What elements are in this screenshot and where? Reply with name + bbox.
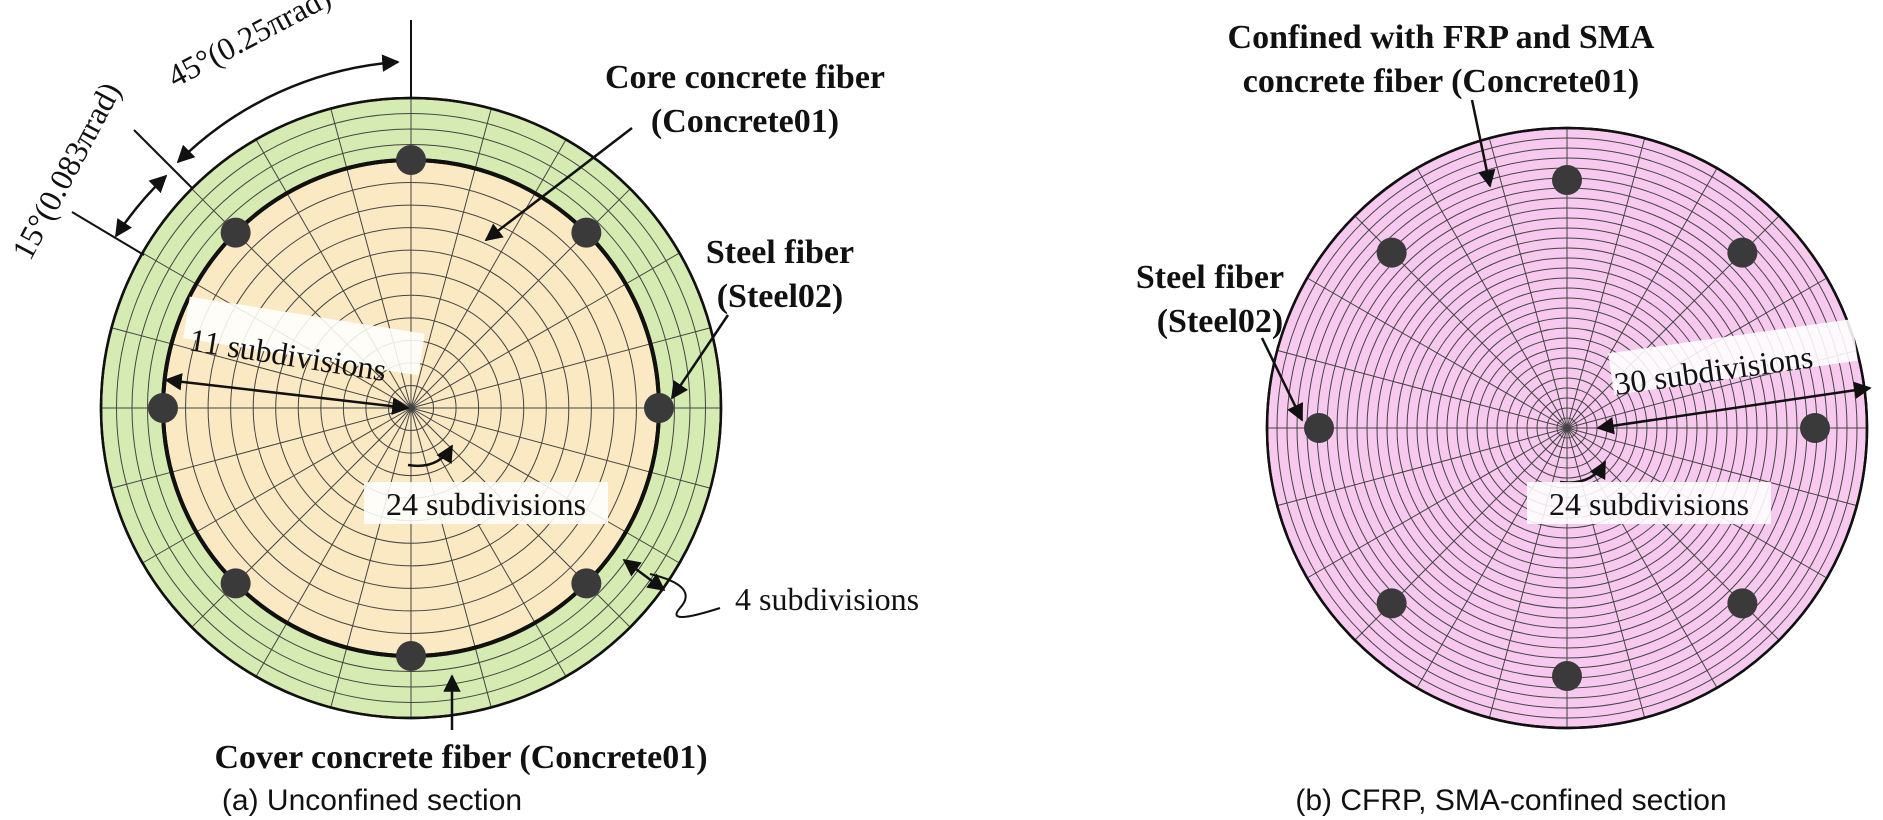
caption-right: (b) CFRP, SMA-confined section: [1295, 784, 1726, 817]
cover-fiber-spoke: [474, 108, 492, 169]
core-fiber-spoke: [410, 407, 476, 648]
cover-fiber-spoke: [330, 647, 348, 708]
core-fiber-spoke: [171, 407, 412, 473]
confined-label-line2: concrete fiber (Concrete01): [1243, 63, 1640, 100]
ring-subdiv-arrow-left: [407, 444, 454, 468]
angle-label-15: 15°(0.083πrad): [4, 76, 127, 265]
confined-fiber-spoke: [1488, 138, 1568, 429]
radial-subdiv-arrow-right: [1596, 381, 1872, 435]
angle-ref-line-45: [133, 129, 193, 189]
cover-fiber-spoke: [650, 471, 711, 489]
angle-arc-45: [176, 54, 400, 164]
core-label-line1: Core concrete fiber: [605, 59, 885, 96]
confined-fiber-spoke: [1306, 427, 1568, 579]
core-fiber-spoke: [410, 192, 536, 409]
cover-fiber-spoke: [625, 252, 680, 285]
steel-bar: [396, 145, 426, 175]
confined-section: Confined with FRP and SMA concrete fiber…: [1136, 19, 1872, 817]
steel-label-arrow-right: [1260, 337, 1304, 422]
confined-fiber-spoke: [1566, 427, 1857, 507]
core-fiber-spoke: [410, 343, 651, 409]
cover-fiber-spoke: [111, 327, 172, 345]
radial-subdiv-bg-left: [183, 296, 425, 376]
confined-label-line1: Confined with FRP and SMA: [1228, 19, 1655, 56]
confined-label-arrow: [1470, 99, 1496, 188]
steel-label-line2-right: (Steel02): [1157, 303, 1284, 340]
steel-bar: [1552, 661, 1582, 691]
right-fiber-grid: [1266, 127, 1868, 729]
core-fiber-spoke: [346, 407, 412, 648]
steel-bar: [220, 568, 251, 599]
confined-fiber-spoke: [1488, 427, 1568, 718]
cover-fiber-spoke: [111, 471, 172, 489]
steel-bar: [220, 217, 251, 248]
confined-fiber-spoke: [1566, 138, 1646, 429]
cover-fiber-spoke: [255, 622, 288, 677]
confined-fiber-spoke: [1277, 349, 1568, 429]
radial-subdiv-arrow-left: [164, 373, 410, 415]
ring-subdiv-bg-left: [364, 482, 608, 524]
steel-bar: [571, 568, 602, 599]
core-fiber-spoke: [195, 407, 412, 533]
steel-bar: [1800, 413, 1830, 443]
ring-subdiv-bg-right: [1527, 482, 1771, 524]
steel-bar: [1376, 237, 1407, 268]
left-fiber-grid: [100, 97, 722, 719]
angle-ref-line-30: [71, 211, 145, 256]
core-fiber-spoke: [410, 168, 476, 409]
steel-bar: [1727, 237, 1758, 268]
steel-label-line1-right: Steel fiber: [1136, 259, 1284, 296]
steel-bar: [644, 393, 674, 423]
ring-subdiv-label-right: 24 subdivisions: [1549, 486, 1749, 522]
steel-label-line2-left: (Steel02): [717, 278, 844, 315]
cover-subdiv-arrow: [622, 558, 666, 592]
core-label-line2: (Concrete01): [651, 103, 839, 140]
steel-bar: [1304, 413, 1334, 443]
unconfined-section: 45°(0.25πrad) 15°(0.083πrad) Core concre…: [4, 0, 919, 817]
steel-bar: [571, 217, 602, 248]
cover-label: Cover concrete fiber (Concrete01): [214, 739, 707, 776]
caption-left: (a) Unconfined section: [222, 784, 522, 817]
right-steel-bars: [1304, 165, 1830, 691]
cover-fiber-spoke: [142, 531, 197, 564]
cover-subdiv-leader: [649, 573, 721, 618]
confined-fiber-spoke: [1416, 427, 1568, 689]
confined-fiber-spoke: [1416, 167, 1568, 429]
core-fiber-spoke: [235, 407, 412, 584]
confined-fiber-spoke: [1566, 427, 1646, 718]
radial-subdiv-bg-right: [1608, 319, 1858, 395]
cover-fiber-spoke: [534, 622, 567, 677]
steel-label-arrow-left: [670, 314, 730, 400]
confined-fiber-spoke: [1277, 427, 1568, 507]
confined-fiber-spoke: [1566, 167, 1718, 429]
cover-subdiv-label: 4 subdivisions: [735, 581, 919, 617]
cover-fiber-spoke: [142, 252, 197, 285]
angle-arc-15: [114, 174, 168, 238]
cover-fiber-spoke: [534, 139, 567, 194]
steel-bar: [1376, 588, 1407, 619]
confined-fiber-spoke: [1306, 277, 1568, 429]
core-label-arrow: [484, 127, 633, 242]
steel-bar: [1552, 165, 1582, 195]
core-fiber-spoke: [410, 232, 587, 409]
core-fiber-spoke: [410, 407, 651, 473]
steel-bar: [148, 393, 178, 423]
steel-bar: [396, 641, 426, 671]
steel-label-line1-left: Steel fiber: [706, 234, 854, 271]
core-fiber-spoke: [410, 283, 627, 409]
cover-fiber-spoke: [650, 327, 711, 345]
cover-fiber-spoke: [474, 647, 492, 708]
steel-bar: [1727, 588, 1758, 619]
core-fiber-spoke: [286, 192, 412, 409]
core-fiber-spoke: [286, 407, 412, 624]
cover-fiber-spoke: [625, 531, 680, 564]
ring-subdiv-label-left: 24 subdivisions: [386, 486, 586, 522]
